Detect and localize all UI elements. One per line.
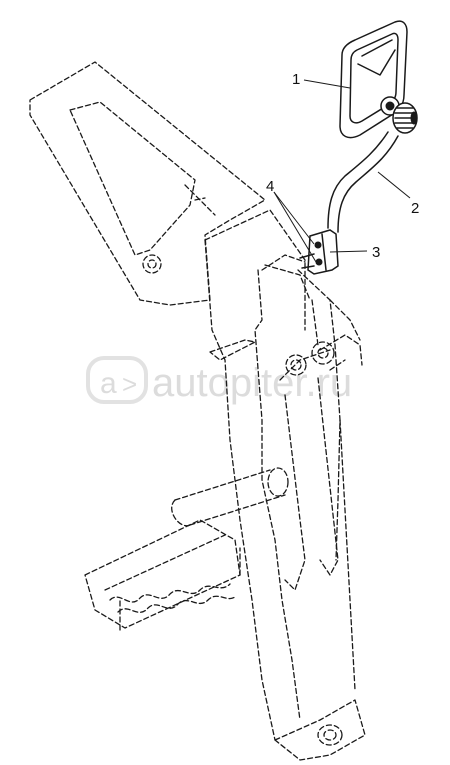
bolt-icon <box>314 241 322 249</box>
watermark-text: autopiter.ru <box>152 361 352 405</box>
callout-2: 2 <box>411 200 419 217</box>
callout-3: 3 <box>372 244 380 261</box>
ladder-assembly-outline <box>29 61 366 761</box>
callout-4: 4 <box>266 178 274 195</box>
callout-1: 1 <box>292 71 300 88</box>
callout-labels: 1 2 3 4 <box>266 71 419 261</box>
svg-text:a: a <box>100 367 117 400</box>
support-arm <box>327 131 389 229</box>
mirror-assembly <box>299 20 418 275</box>
clamp-bracket <box>299 229 339 275</box>
adjust-knob-icon <box>392 102 418 134</box>
svg-text:>: > <box>122 369 137 399</box>
watermark: a > autopiter.ru <box>86 356 352 405</box>
watermark-logo-icon <box>86 356 148 404</box>
callout-leaders <box>273 79 411 263</box>
bolt-icon <box>315 258 323 266</box>
